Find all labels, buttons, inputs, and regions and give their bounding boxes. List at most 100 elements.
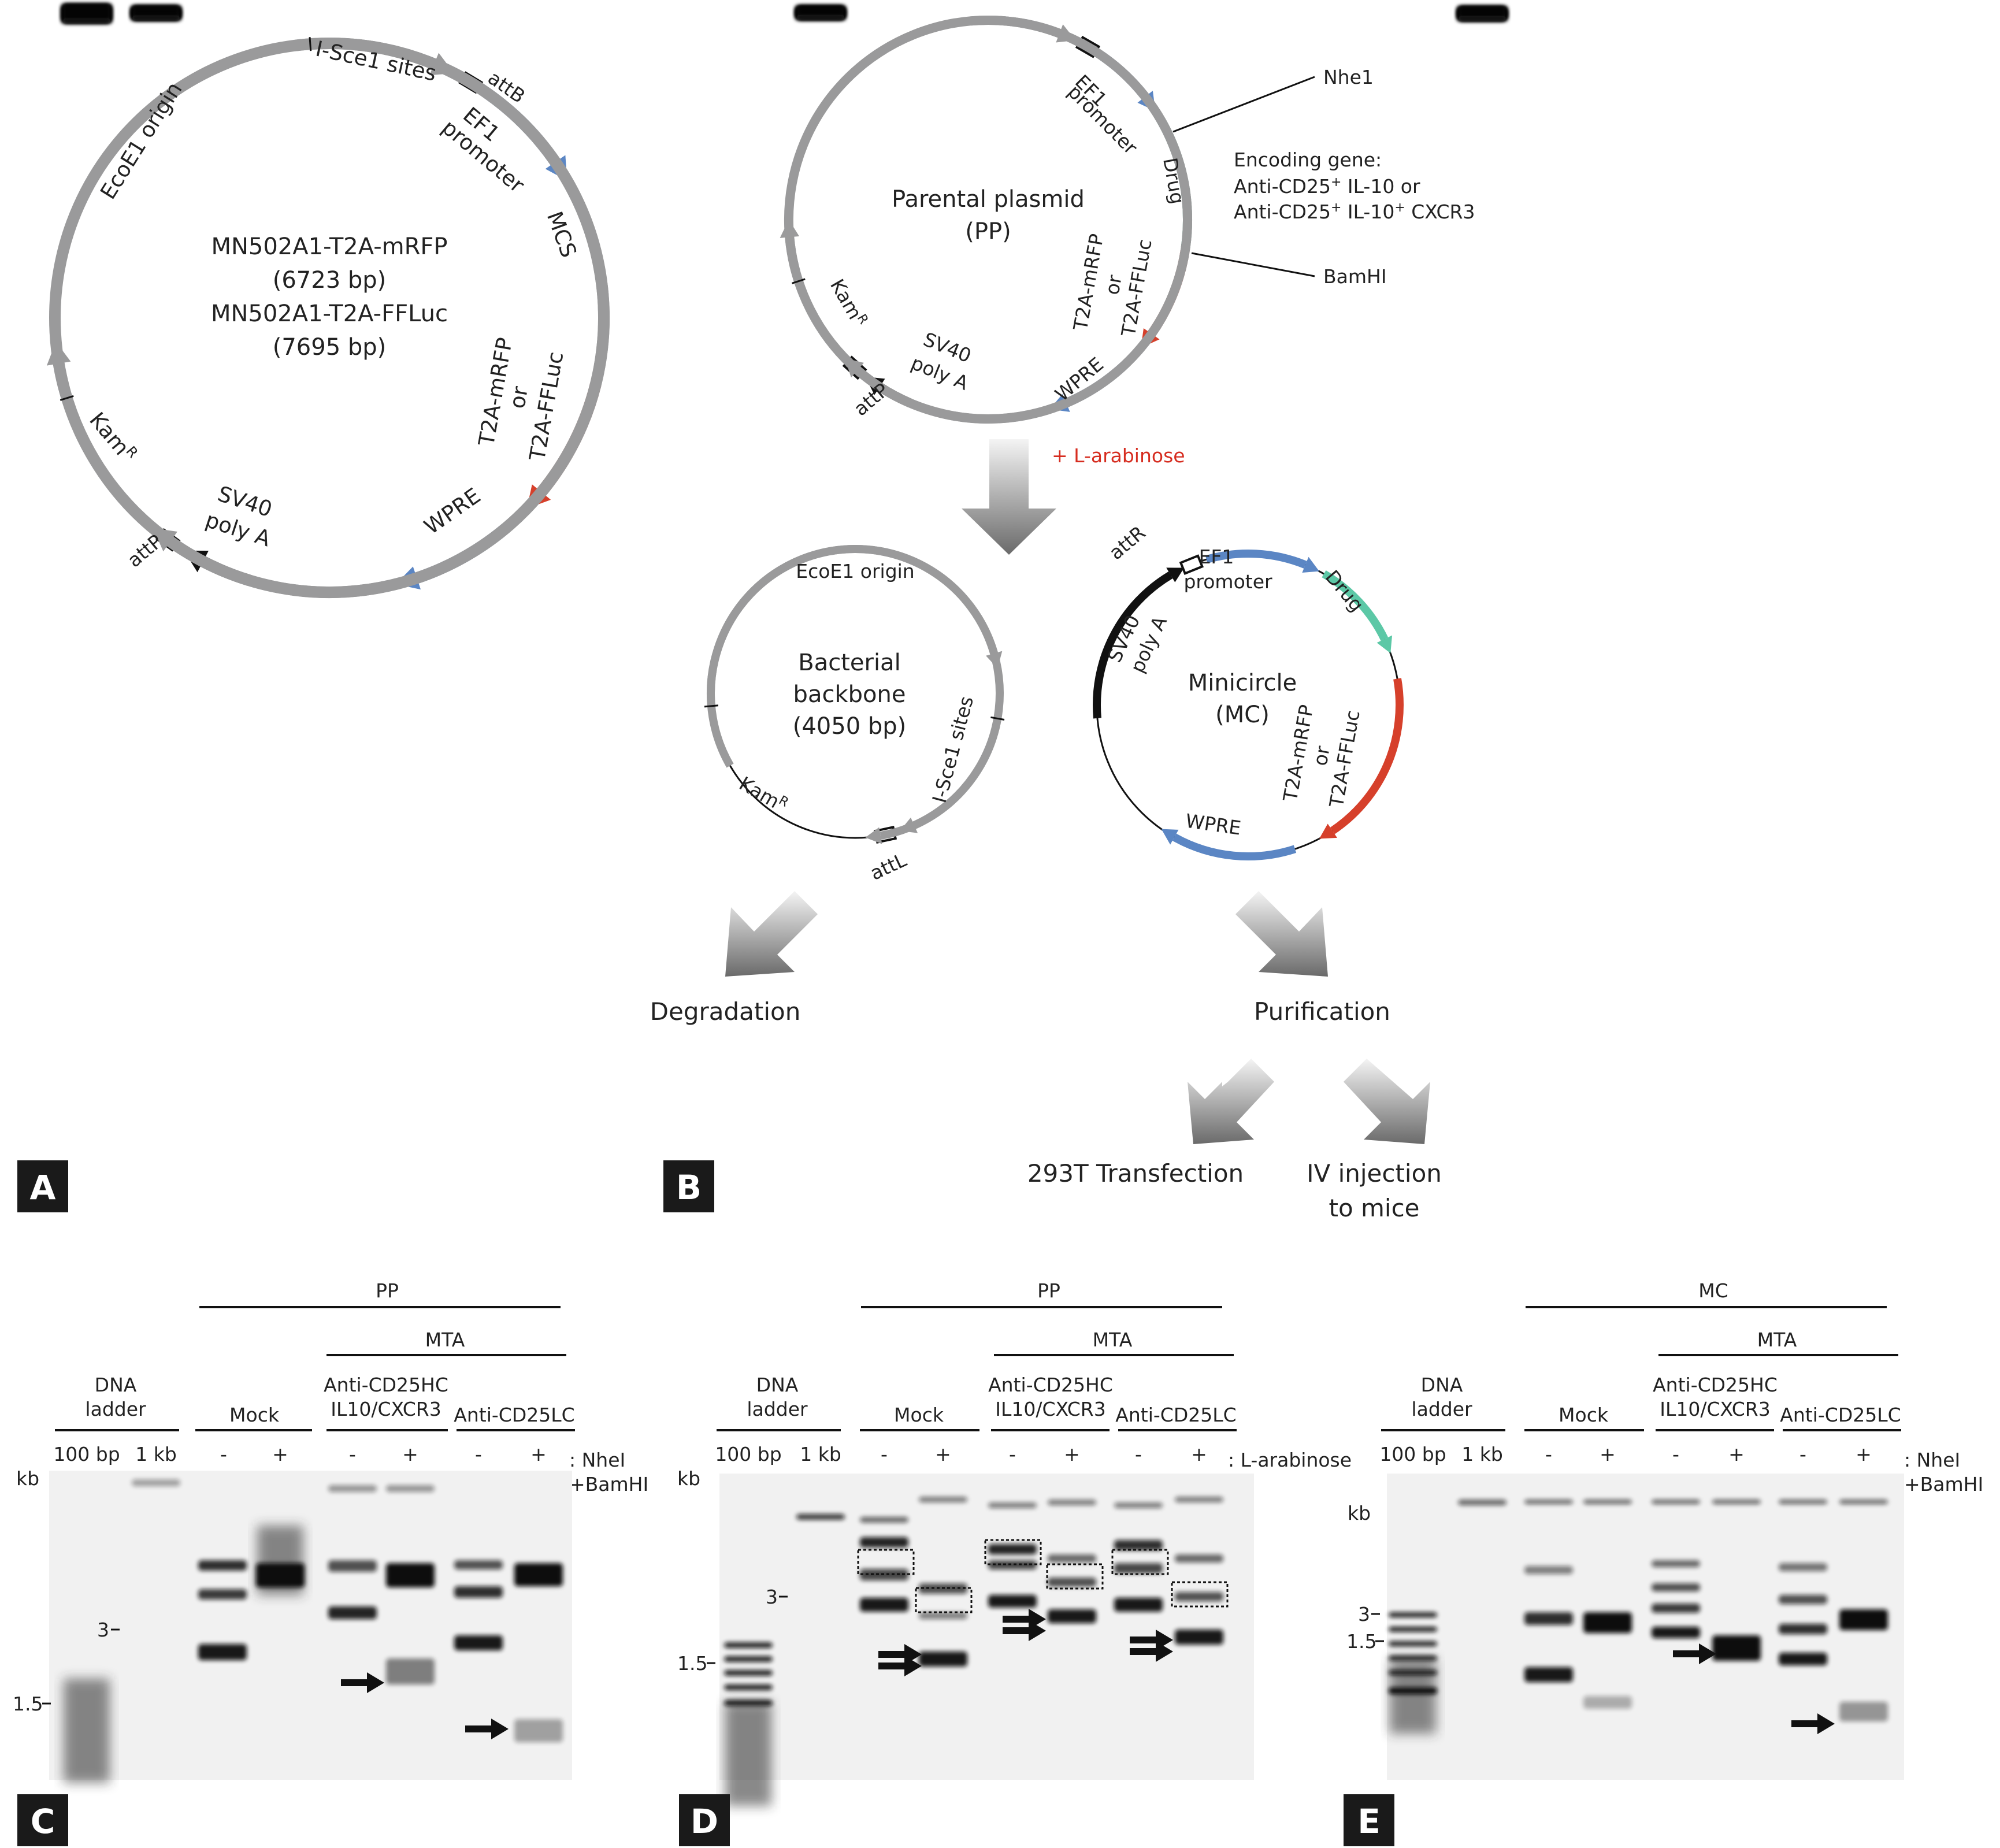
gelD-lane-0-band-0 — [724, 1642, 773, 1648]
gelD-highlight-box-3 — [1046, 1563, 1104, 1590]
gelD-lane-2-band-0 — [860, 1517, 908, 1523]
gelE-lane-0-band-5 — [1389, 1687, 1437, 1694]
c-lane-hc-minus: - — [349, 1443, 356, 1465]
gelD-lane-7-band-2 — [1175, 1592, 1223, 1601]
c-lane-hc-plus: + — [402, 1443, 418, 1465]
transfection-label: 293T Transfection — [1027, 1159, 1244, 1188]
pp-kam-junction — [792, 278, 806, 284]
e-mta-label: MTA — [1757, 1329, 1797, 1351]
gelE-lane-3-band-2 — [1583, 1696, 1632, 1709]
gelD-lane-2-band-1 — [860, 1537, 908, 1548]
d-lane-100bp: 100 bp — [715, 1443, 781, 1465]
gelC-lane-4-band-0 — [328, 1485, 377, 1492]
gel-c — [49, 4, 572, 1783]
mc-label-wpre: WPRE — [1184, 810, 1242, 840]
gelE-lane-2-band-2 — [1524, 1612, 1573, 1625]
gelD-highlight-box-1 — [915, 1587, 973, 1613]
e-marker-15: 1.5 — [1346, 1630, 1376, 1653]
gelD-lane-2-band-3 — [860, 1598, 908, 1612]
minicircle-features — [1093, 550, 1404, 860]
e-ladder-label-1: DNA — [1421, 1374, 1463, 1396]
gel-d — [719, 6, 1254, 1806]
gelD-lane-1-band-20 — [796, 15, 845, 20]
gelE-lane-3-band-0 — [1583, 1500, 1632, 1504]
c-hc-label-1: Anti-CD25HC — [324, 1374, 448, 1396]
mc-label-or: or — [1309, 744, 1334, 767]
gelC-lane-4-band-2 — [328, 1606, 377, 1619]
ecoe1-origin-arrow-head — [46, 342, 71, 366]
gelE-lane-0-band-1 — [1389, 1627, 1437, 1632]
degradation-arrow — [725, 891, 818, 977]
gelC-lane-5-band-1 — [386, 1563, 435, 1587]
e-marker-3: 3 — [1358, 1603, 1370, 1626]
bb-label-ecoe1: EcoE1 origin — [796, 560, 914, 582]
bb-size: (4050 bp) — [793, 713, 907, 740]
panel-e-letter-box — [1344, 1794, 1394, 1846]
e-mock-label: Mock — [1559, 1404, 1609, 1426]
gelE-lane-0-smear — [1390, 1658, 1436, 1734]
pp-label-attp: attP — [849, 378, 893, 420]
bb-name-2: backbone — [793, 681, 906, 708]
gelD-arrow-3 — [1003, 1620, 1046, 1641]
d-lane-hc-minus: - — [1009, 1443, 1016, 1465]
gelD-lane-6-band-3 — [1114, 1598, 1163, 1612]
panel-d: PP MTA DNA ladder Mock Anti-CD25HC IL10/… — [677, 6, 1352, 1846]
c-lc-label: Anti-CD25LC — [454, 1404, 574, 1426]
pp-features — [780, 16, 1193, 424]
gelE-lane-4-band-3 — [1652, 1604, 1700, 1613]
a-label-mcs: MCS — [542, 208, 581, 261]
mc-label-promoter: promoter — [1183, 570, 1272, 593]
gelE-lane-0-band-0 — [1389, 1612, 1437, 1617]
gelD-lane-3-band-3 — [919, 1652, 967, 1667]
gelC-lane-0-smear — [64, 1679, 110, 1783]
gelD-lane-7-band-1 — [1175, 1554, 1223, 1563]
d-pp-label: PP — [1037, 1279, 1060, 1302]
gelD-highlight-box-0 — [857, 1549, 915, 1575]
d-hc-label-2: IL10/CXCR3 — [995, 1398, 1105, 1420]
mc-wpre-arrow — [1172, 833, 1297, 860]
gelC-lane-0-band-25 — [62, 18, 111, 23]
pp-label-drug: Drug — [1159, 156, 1189, 206]
mc-ef1-arrow-head — [1302, 556, 1320, 573]
mc-drug-arrow-head — [1376, 635, 1393, 654]
gelC-lane-3-band-0 — [256, 1563, 305, 1587]
bamhi-label: BamHI — [1323, 265, 1387, 288]
gelC-lane-2-band-2 — [198, 1644, 247, 1660]
bb-label-isce1: I-Sce1 sites — [928, 694, 978, 806]
gelC-lane-5-band-2 — [386, 1658, 435, 1684]
gelE-arrow-1 — [1791, 1713, 1835, 1734]
c-enzyme-label-1: : NheI — [569, 1449, 625, 1471]
gelD-lane-5-band-0 — [1048, 1500, 1096, 1505]
gelE-lane-2-band-1 — [1524, 1566, 1573, 1574]
bb-junction-1 — [704, 704, 719, 708]
ecoe1-isce1-junction — [309, 37, 312, 51]
bb-label-kam: KamR — [736, 772, 791, 817]
gelE-lane-4-band-4 — [1652, 1627, 1700, 1638]
gelE-lane-4-band-2 — [1652, 1583, 1700, 1591]
a-label-or: or — [504, 384, 533, 411]
bamhi-leader-line — [1191, 252, 1315, 277]
c-hc-label-2: IL10/CXCR3 — [331, 1398, 441, 1420]
gelD-lane-3-band-2 — [919, 1612, 967, 1619]
mc-sv40-arrow — [1093, 571, 1173, 719]
gelD-arrow-5 — [1130, 1641, 1173, 1662]
gelD-lane-0-smear — [725, 1702, 771, 1806]
mc-sv40-arrow-head — [1166, 567, 1185, 582]
gelD-lane-5-band-1 — [1048, 1554, 1096, 1563]
d-kb-label: kb — [677, 1467, 700, 1490]
panel-b-letter: B — [676, 1168, 702, 1207]
c-ladder-label-1: DNA — [95, 1374, 137, 1396]
c-lane-100bp: 100 bp — [53, 1443, 120, 1465]
pp-abbrev: (PP) — [965, 218, 1011, 245]
iv-injection-label-2: to mice — [1329, 1194, 1419, 1222]
gelC-lane-6-band-2 — [454, 1635, 503, 1650]
gelD-lane-4-band-3 — [988, 1595, 1037, 1608]
d-lane-hc-plus: + — [1064, 1443, 1080, 1465]
gelE-lane-3-band-1 — [1583, 1612, 1632, 1633]
gelC-lane-6-band-0 — [454, 1560, 503, 1569]
e-ladder-label-2: ladder — [1411, 1398, 1472, 1420]
gelC-lane-4-band-1 — [328, 1560, 377, 1572]
gelD-highlight-box-4 — [1111, 1549, 1169, 1575]
panel-c-letter-box — [17, 1794, 68, 1846]
c-enzyme-label-2: +BamHI — [569, 1473, 648, 1496]
